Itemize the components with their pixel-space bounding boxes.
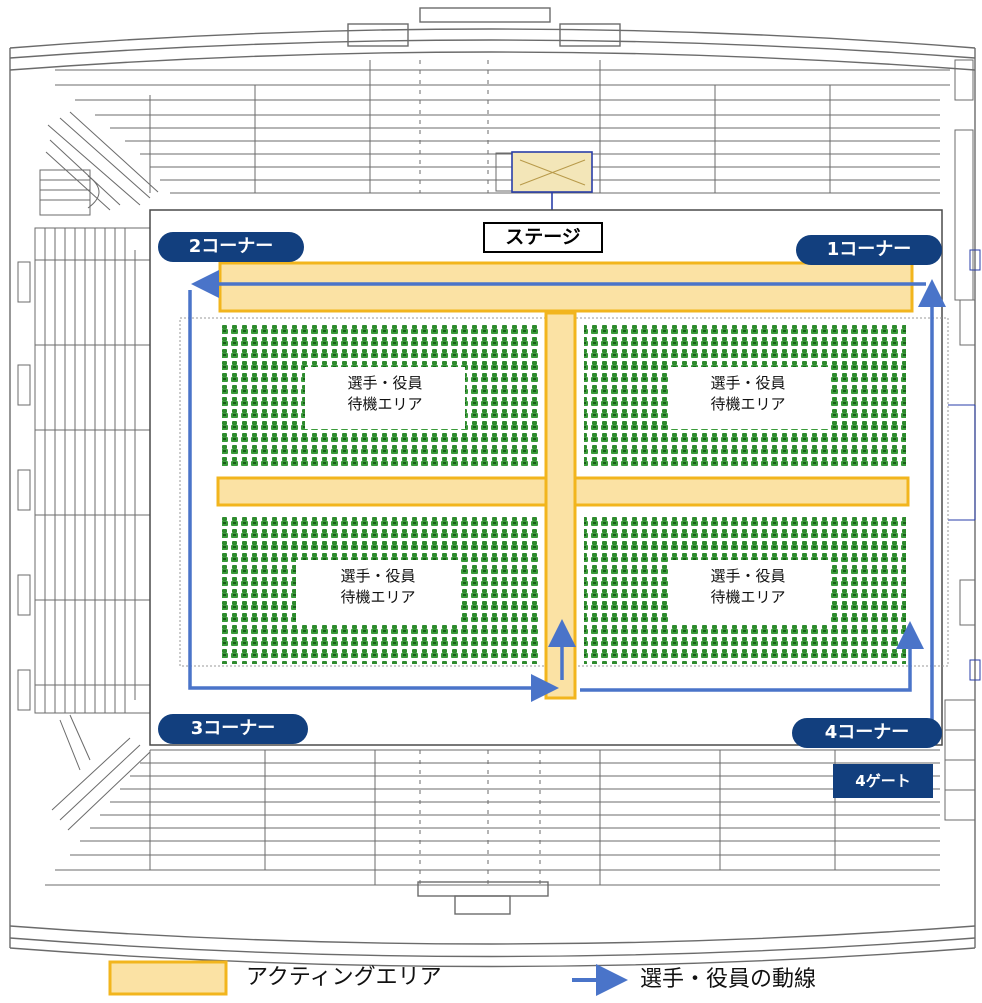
right-wall: [944, 59, 981, 821]
waiting-area-upper-left: 選手・役員 待機エリア: [305, 367, 465, 429]
legend-acting-label: アクティングエリア: [246, 965, 442, 990]
corner-2-label: 2コーナー: [158, 232, 304, 262]
bottom-stands: [45, 714, 940, 886]
waiting-area-line1: 選手・役員: [347, 374, 423, 392]
acting-area: [216, 261, 914, 700]
acting-area-top: [218, 261, 914, 313]
stage-platform: [495, 151, 593, 222]
waiting-area-line2: 待機エリア: [340, 588, 416, 606]
stage-label: ステージ: [483, 222, 603, 253]
waiting-area-lower-right: 選手・役員 待機エリア: [668, 560, 828, 622]
waiting-area-line1: 選手・役員: [710, 374, 786, 392]
waiting-area-line2: 待機エリア: [710, 588, 786, 606]
legend-acting-swatch: [108, 960, 228, 996]
route-left-down: [188, 290, 559, 702]
route-arrows: [188, 270, 946, 722]
top-left-stair: [39, 111, 159, 216]
waiting-area-upper-right: 選手・役員 待機エリア: [668, 367, 828, 429]
waiting-area-lower-left: 選手・役員 待機エリア: [296, 560, 460, 622]
waiting-area-line2: 待機エリア: [347, 395, 423, 413]
arena-outline: [9, 7, 976, 968]
top-stands: [55, 60, 950, 194]
left-stands: [17, 227, 151, 714]
waiting-area-line2: 待機エリア: [710, 395, 786, 413]
waiting-area-line1: 選手・役員: [710, 567, 786, 585]
waiting-area-line1: 選手・役員: [340, 567, 416, 585]
legend-route-label: 選手・役員の動線: [640, 967, 817, 992]
corner-4-label: 4コーナー: [792, 718, 942, 748]
corner-1-label: 1コーナー: [796, 235, 942, 265]
route-bottom-right: [580, 621, 924, 692]
corner-3-label: 3コーナー: [158, 714, 308, 744]
gate-4-label: 4ゲート: [833, 764, 933, 798]
